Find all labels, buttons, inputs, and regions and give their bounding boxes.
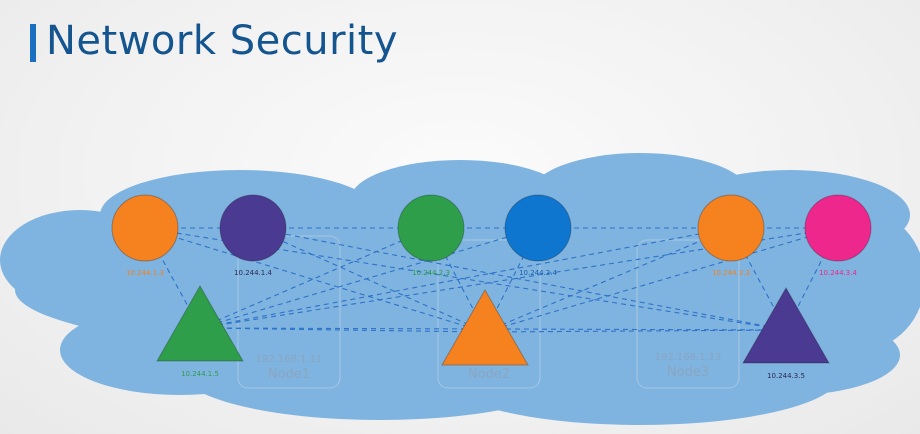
pod-links bbox=[144, 227, 839, 333]
node-name-label: Node3 bbox=[667, 365, 709, 380]
pod-triangle[interactable]: 10.244.1.5 bbox=[156, 284, 244, 378]
pod-shape bbox=[804, 194, 872, 262]
title-block: Network Security bbox=[30, 18, 398, 64]
link-p7-p9 bbox=[199, 327, 787, 331]
page-title: Network Security bbox=[46, 18, 398, 64]
link-p9-p2 bbox=[252, 227, 787, 331]
pod-shape bbox=[111, 194, 179, 262]
pod-ip-label: 10.244.3.4 bbox=[819, 269, 857, 277]
node-ip-label: 192.168.1.13 bbox=[655, 352, 722, 363]
pod-ip-label: 10.244.3.3 bbox=[712, 269, 750, 277]
link-p7-p4 bbox=[199, 227, 539, 329]
pod-ip-label: 10.244.1.3 bbox=[126, 269, 164, 277]
pod-shape bbox=[742, 286, 830, 364]
link-p7-p5 bbox=[199, 227, 732, 329]
node-box-node3: 192.168.1.13 Node3 bbox=[636, 239, 740, 389]
pod-triangle[interactable] bbox=[441, 288, 529, 366]
node-box-node2: Node2 bbox=[437, 239, 541, 389]
pod-shape bbox=[504, 194, 572, 262]
link-p7-p8 bbox=[199, 327, 486, 333]
pod-circle[interactable]: 10.244.1.3 bbox=[111, 194, 179, 277]
pod-circle[interactable]: 10.244.2.4 bbox=[504, 194, 572, 277]
pod-circle[interactable]: 10.244.1.4 bbox=[219, 194, 287, 277]
pod-shape bbox=[219, 194, 287, 262]
pod-shape bbox=[697, 194, 765, 262]
link-p8-p6 bbox=[484, 227, 839, 333]
link-p7-p3 bbox=[199, 227, 432, 329]
pod-ip-label: 10.244.1.5 bbox=[181, 370, 219, 378]
pod-ip-label: 10.244.1.4 bbox=[234, 269, 272, 277]
node-box-node1: 192.168.1.11 Node1 bbox=[237, 235, 341, 389]
pod-ip-label: 10.244.2.3 bbox=[412, 269, 450, 277]
node-name-label: Node2 bbox=[468, 367, 510, 382]
pod-ip-label: 10.244.2.4 bbox=[519, 269, 557, 277]
pod-shape bbox=[397, 194, 465, 262]
pod-ip-label: 10.244.3.5 bbox=[767, 372, 805, 380]
link-p8-p2 bbox=[252, 227, 486, 333]
pod-circle[interactable]: 10.244.3.4 bbox=[804, 194, 872, 277]
node-name-label: Node1 bbox=[268, 367, 310, 382]
pod-circle[interactable]: 10.244.3.3 bbox=[697, 194, 765, 277]
pod-shape bbox=[156, 284, 244, 362]
cloud-shape bbox=[0, 153, 920, 425]
title-accent-bar bbox=[30, 24, 36, 62]
pod-circle[interactable]: 10.244.2.3 bbox=[397, 194, 465, 277]
pod-shape bbox=[441, 288, 529, 366]
pods-layer: 10.244.1.3 10.244.1.4 10.244.2.3 10.244.2.4… bbox=[111, 194, 872, 380]
pod-triangle[interactable]: 10.244.3.5 bbox=[742, 286, 830, 380]
node-ip-label: 192.168.1.11 bbox=[256, 354, 323, 365]
